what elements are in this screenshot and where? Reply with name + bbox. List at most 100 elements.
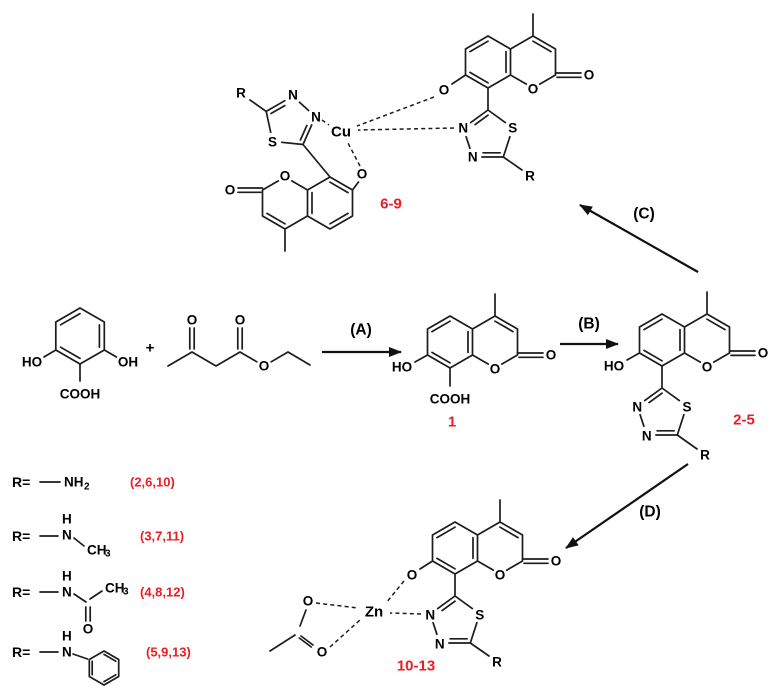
cu-ligand-right: O O O N S N R [439, 13, 595, 184]
phenolate-oxygen-label: O [357, 167, 368, 182]
carboxyl-label: COOH [60, 387, 101, 402]
coordination-bond-n [389, 612, 422, 615]
coordination-bond-o-right [356, 96, 435, 127]
amine-label: NH [64, 475, 84, 490]
arrow-step-b: (B) [560, 316, 619, 349]
sulfur-label: S [508, 121, 517, 136]
zn-ligand: O O O N S N R [407, 499, 562, 670]
ester-carbonyl-oxygen-label: O [235, 313, 246, 328]
methyl-label: CH [87, 543, 107, 558]
hydroxyl-label: HO [604, 359, 624, 374]
double-bonds [59, 312, 101, 360]
r-substituent-label: R [700, 448, 710, 463]
ring-oxygen-label: O [495, 568, 506, 583]
legend-row-nhch3: R= H N CH 3 (3,7,11) [12, 512, 184, 560]
double-bonds [469, 40, 582, 154]
acetate-oxygen-label: O [303, 594, 314, 609]
double-bonds [188, 327, 244, 350]
ring-oxygen-label: O [490, 362, 501, 377]
legend-ids: (2,6,10) [130, 475, 175, 490]
coordination-bond-phenolate-o [385, 580, 405, 604]
hydroxyl-label: OH [118, 355, 138, 370]
sulfur-label: S [475, 608, 484, 623]
arrow-step-d: (D) [565, 463, 689, 549]
phenolate-oxygen-label: O [439, 83, 450, 98]
bond-skeleton [43, 307, 118, 382]
subscript-3: 3 [123, 587, 129, 598]
legend-ids: (4,8,12) [140, 585, 185, 600]
bond-skeleton [249, 99, 360, 252]
zn-complex: O O O N S N R O O Zn 10-13 [269, 499, 562, 675]
hydrogen-label: H [62, 569, 72, 584]
r-substituent-label: R [525, 169, 535, 184]
ring-oxygen-label: O [702, 360, 713, 375]
nitrogen-label: N [288, 88, 298, 103]
coordination-bond-n-right [357, 127, 455, 131]
hydrogen-label: H [62, 512, 72, 527]
compound-2-5: HO O O N S N R 2-5 [604, 291, 769, 463]
carbonyl-oxygen-label: O [83, 622, 94, 637]
step-label-b: (B) [578, 316, 600, 333]
carboxyl-label: COOH [430, 392, 471, 407]
bond-skeleton [451, 13, 557, 171]
reaction-arrow [565, 463, 689, 549]
compound-id-10-13: 10-13 [397, 658, 435, 675]
double-bonds [237, 104, 349, 225]
bond-skeleton [419, 499, 524, 657]
sulfur-label: S [682, 400, 691, 415]
coordination-bond-acetate-o-top [315, 602, 359, 609]
bond-skeleton [167, 351, 311, 367]
carbonyl-oxygen-label: O [584, 68, 595, 83]
compound-1: HO O O COOH 1 [392, 293, 557, 431]
ketone-oxygen-label: O [187, 313, 198, 328]
reaction-arrow [579, 204, 699, 273]
hydroxyl-label: HO [392, 360, 412, 375]
carbonyl-oxygen-label: O [546, 348, 557, 363]
carbonyl-oxygen-label: O [551, 554, 562, 569]
compound-id-6-9: 6-9 [380, 196, 402, 213]
step-label-c: (C) [633, 206, 655, 223]
arrow-step-a: (A) [322, 322, 402, 357]
legend-ids: (5,9,13) [146, 645, 191, 660]
r-group-legend: R= NH 2 (2,6,10) R= H N CH 3 (3,7,11) R=… [12, 474, 191, 686]
metal-label-zn: Zn [365, 604, 383, 621]
nitrogen-label: N [62, 528, 72, 543]
metal-label-cu: Cu [331, 124, 351, 141]
nitrogen-label: N [62, 645, 72, 660]
cu-ligand-left: O O O S N N R [225, 86, 368, 252]
phenolate-oxygen-label: O [407, 568, 418, 583]
bond-skeleton [39, 650, 120, 686]
subscript-3: 3 [105, 549, 111, 560]
legend-row-acetamido: R= H N CH 3 O (4,8,12) [12, 569, 185, 637]
step-label-a: (A) [350, 322, 372, 339]
hydrogen-label: H [62, 629, 72, 644]
nitrogen-label: N [311, 110, 321, 125]
r-substituent-label: R [492, 655, 502, 670]
subscript-2: 2 [84, 482, 90, 493]
arrow-step-c: (C) [579, 204, 699, 273]
step-label-d: (D) [639, 504, 661, 521]
compound-id-1: 1 [448, 414, 456, 431]
bond-skeleton [269, 609, 314, 652]
plus-operator: + [146, 340, 155, 357]
hydroxyl-label: HO [22, 355, 42, 370]
bond-skeleton [39, 535, 85, 547]
ester-oxygen-label: O [259, 359, 270, 374]
coordination-bond-o-left [347, 142, 361, 167]
nitrogen-label: N [632, 400, 642, 415]
nitrogen-label: N [425, 608, 435, 623]
cu-complex: O O O S N N R O O O N S N R Cu 6-9 [225, 13, 595, 252]
compound-id-2-5: 2-5 [733, 412, 755, 429]
bond-skeleton [626, 291, 731, 450]
double-bonds [436, 526, 549, 640]
reactant-dihydroxybenzoic-acid: HO OH COOH [22, 307, 138, 402]
carbonyl-oxygen-label: O [758, 346, 769, 361]
bond-skeleton [39, 590, 103, 622]
nitrogen-label: N [458, 121, 468, 136]
nitrogen-label: N [642, 429, 652, 444]
r-equals-label: R= [12, 474, 30, 490]
legend-row-nh2: R= NH 2 (2,6,10) [12, 474, 175, 493]
acetate-oxygen-label: O [317, 645, 328, 660]
